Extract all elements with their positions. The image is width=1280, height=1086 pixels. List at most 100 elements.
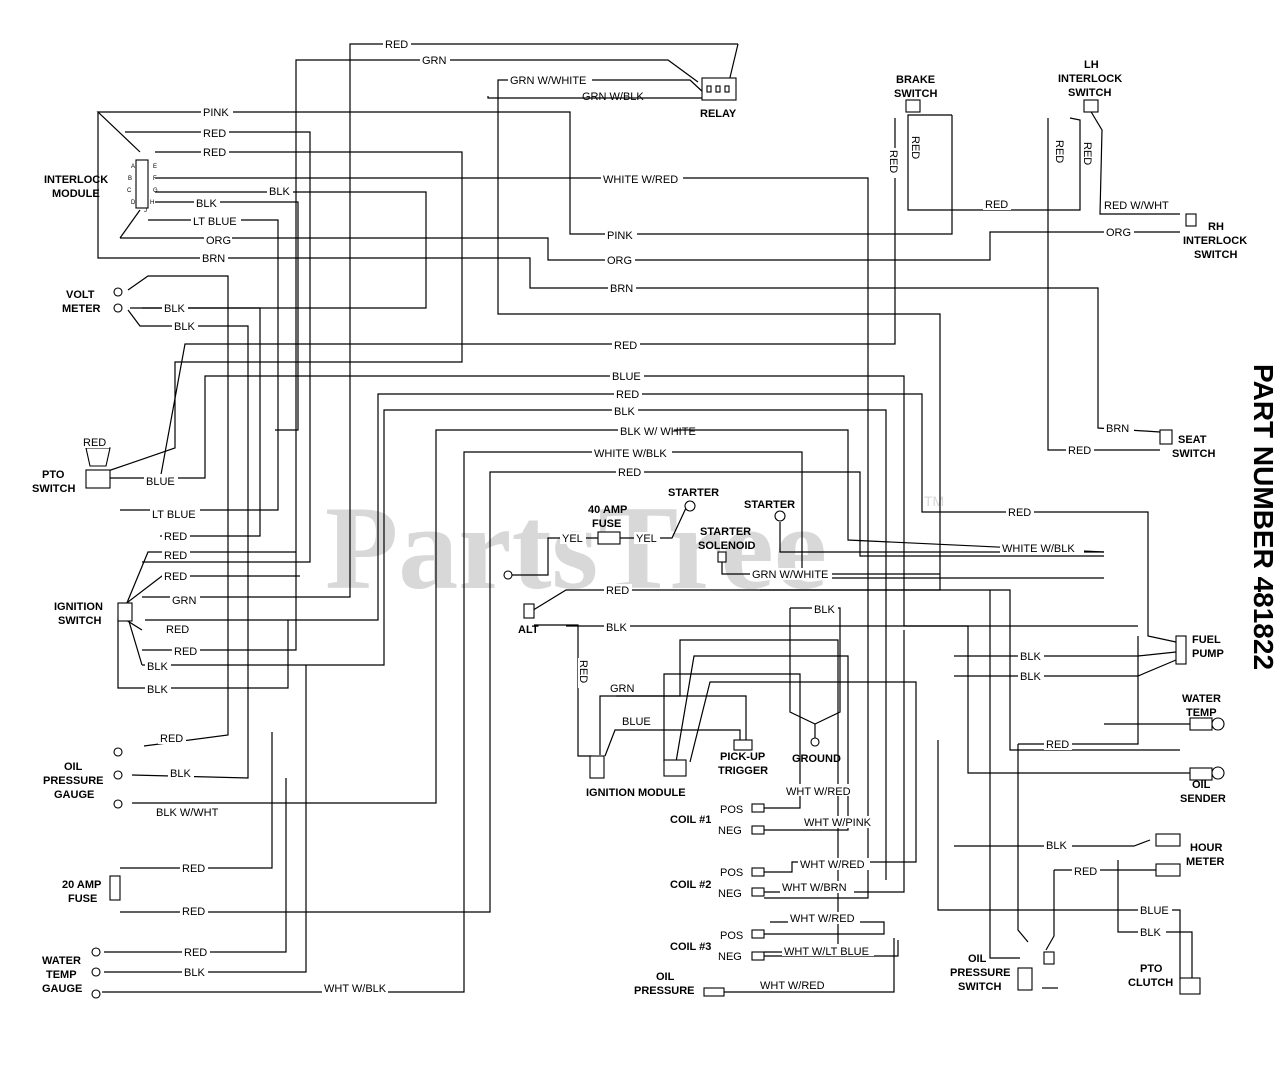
wire-starter xyxy=(779,522,1104,553)
label-wht-w-red: WHT W/RED xyxy=(790,913,855,925)
label-water-temp: TEMP xyxy=(1186,707,1217,719)
pin-a: A xyxy=(131,164,135,170)
pto-clutch-body xyxy=(1179,977,1201,995)
label-blue: BLUE xyxy=(622,716,651,728)
label-blk-w-white: BLK W/ WHITE xyxy=(620,426,696,438)
label-volt-meter: METER xyxy=(62,303,101,315)
label-pto-switch: SWITCH xyxy=(32,483,75,495)
label-red: RED xyxy=(174,646,197,658)
label-neg: NEG xyxy=(718,951,742,963)
label-red: RED xyxy=(616,389,639,401)
wire-coil1-pos xyxy=(663,673,801,809)
seat-switch-body xyxy=(1159,429,1173,445)
label-coil3: COIL #3 xyxy=(670,941,711,953)
label-oil-sender: SENDER xyxy=(1180,793,1226,805)
label-ignition-switch: IGNITION xyxy=(54,601,103,613)
label-blk: BLK xyxy=(606,622,627,634)
label-red: RED xyxy=(184,947,207,959)
label-wht-w-red: WHT W/RED xyxy=(800,859,865,871)
label-red: RED xyxy=(1046,739,1069,751)
label-red: RED xyxy=(160,733,183,745)
wire-hour-blk xyxy=(954,839,1151,847)
label-grn-w-blk: GRN W/BLK xyxy=(582,91,644,103)
wire-volt-red xyxy=(127,275,229,747)
starter-a-terminal xyxy=(684,500,696,512)
label-red: RED xyxy=(606,585,629,597)
label-wht-w-blk: WHT W/BLK xyxy=(324,983,387,995)
label-lh-switch: SWITCH xyxy=(1068,87,1111,99)
starter-b-terminal xyxy=(774,510,786,522)
label-oil-pressure: PRESSURE xyxy=(634,985,695,997)
label-pos: POS xyxy=(720,804,743,816)
pin-c: C xyxy=(127,188,132,194)
label-red: RED xyxy=(985,199,1008,211)
wire-ign-red2 xyxy=(123,551,296,611)
label-pos: POS xyxy=(720,930,743,942)
wire-volt-blk xyxy=(130,307,261,537)
wire-brn xyxy=(97,112,1161,433)
label-neg: NEG xyxy=(718,888,742,900)
wire-blk-2 xyxy=(155,201,299,431)
watermark-tm: TM xyxy=(924,493,944,509)
pin-h: H xyxy=(150,200,154,206)
label-grn: GRN xyxy=(422,55,447,67)
label-blk: BLK xyxy=(164,303,185,315)
label-blk: BLK xyxy=(170,768,191,780)
label-ignition-module: IGNITION MODULE xyxy=(586,787,686,799)
label-wht-w-red: WHT W/RED xyxy=(760,980,825,992)
label-white-w-blk: WHITE W/BLK xyxy=(594,448,667,460)
label-hour-meter: METER xyxy=(1186,856,1225,868)
components xyxy=(85,77,1225,999)
label-blk: BLK xyxy=(614,406,635,418)
watermark: PartsTree xyxy=(325,481,827,614)
wire-ign-blue xyxy=(604,729,741,757)
label-oil-sender: OIL xyxy=(1192,779,1211,791)
label-fuse-20: FUSE xyxy=(68,893,97,905)
label-red: RED xyxy=(1068,445,1091,457)
label-red-w-wht: RED W/WHT xyxy=(1104,200,1169,212)
alt-body xyxy=(523,603,535,619)
starter-solenoid-body xyxy=(717,551,727,563)
part-number: PART NUMBER 481822 xyxy=(1248,364,1279,670)
label-blk: BLK xyxy=(147,661,168,673)
pin-f: F xyxy=(153,176,157,182)
hour-meter-terminal-1 xyxy=(1155,833,1181,847)
label-blk: BLK xyxy=(174,321,195,333)
label-wht-w-brn: WHT W/BRN xyxy=(782,882,847,894)
label-water-temp-gauge: TEMP xyxy=(46,969,77,981)
label-alt: ALT xyxy=(518,624,539,636)
label-blk: BLK xyxy=(184,967,205,979)
label-pickup: TRIGGER xyxy=(718,765,768,777)
water-temp-sensor xyxy=(1189,717,1213,731)
wire-red-2 xyxy=(104,151,463,473)
wire-labels: RED GRN GRN W/WHITE GRN W/BLK PINK RED R… xyxy=(81,38,1172,995)
oil-pressure-switch-body xyxy=(1017,967,1033,991)
wire-coil1-neg xyxy=(675,655,849,831)
wire-coil2-pos xyxy=(689,681,917,873)
wire-solenoid xyxy=(721,560,940,575)
label-coil1: COIL #1 xyxy=(670,814,711,826)
fuel-pump-body xyxy=(1175,635,1187,665)
wire-red-main xyxy=(159,118,896,481)
label-blue: BLUE xyxy=(1140,905,1169,917)
label-pink: PINK xyxy=(203,107,229,119)
label-starter-solenoid: STARTER xyxy=(700,526,751,538)
label-red: RED xyxy=(1008,507,1031,519)
label-red: RED xyxy=(385,39,408,51)
wire-grn-w-blk xyxy=(487,96,706,99)
wire-blk-1 xyxy=(142,191,427,309)
fuse-40-body xyxy=(597,531,621,545)
label-water-temp-gauge: GAUGE xyxy=(42,983,82,995)
label-starter-a: STARTER xyxy=(668,487,719,499)
wire-blk-3 xyxy=(142,409,887,880)
label-interlock-module: INTERLOCK xyxy=(44,174,108,186)
label-lt-blue: LT BLUE xyxy=(193,216,237,228)
label-white-w-blk: WHITE W/BLK xyxy=(1002,543,1075,555)
label-blk: BLK xyxy=(1020,671,1041,683)
wire-ign-red xyxy=(123,575,300,606)
label-red-vertical: RED xyxy=(887,150,899,173)
pto-switch-body xyxy=(85,447,111,467)
pin-j: J xyxy=(144,208,147,214)
label-interlock-module: MODULE xyxy=(52,188,100,200)
label-red: RED xyxy=(164,531,187,543)
